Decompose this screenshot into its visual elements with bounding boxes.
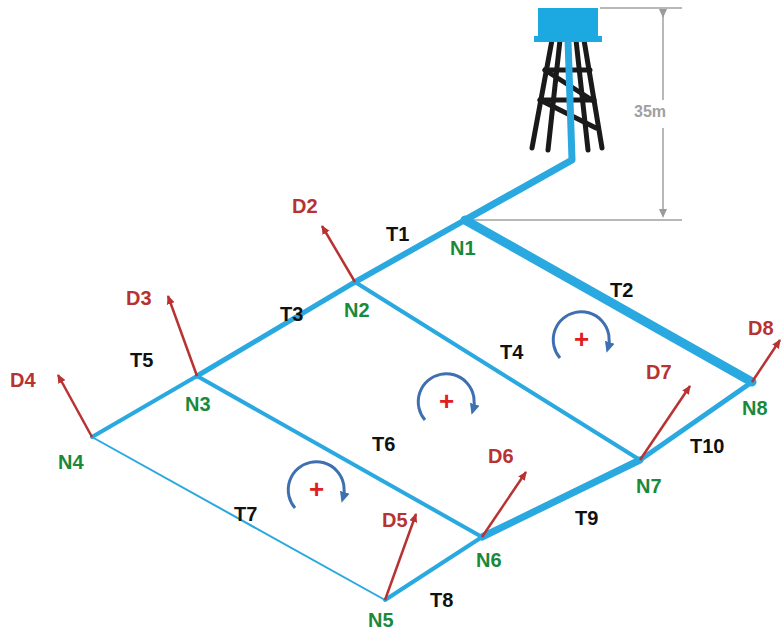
demand-label: D6 xyxy=(488,446,514,466)
pipe-label: T6 xyxy=(372,434,395,454)
demand-label: D5 xyxy=(382,510,408,530)
demand-label: D7 xyxy=(646,362,672,382)
loop-sign: + xyxy=(309,476,324,502)
node-label: N3 xyxy=(185,394,211,414)
node-label: N5 xyxy=(368,610,394,630)
demand-label: D2 xyxy=(292,196,318,216)
water-tower xyxy=(465,8,602,220)
node-label: N2 xyxy=(344,300,370,320)
node-label: N7 xyxy=(636,476,662,496)
loop-sign: + xyxy=(439,388,454,414)
loop-arrows xyxy=(288,312,609,508)
loop-sign: + xyxy=(574,326,589,352)
demand-label: D3 xyxy=(126,288,152,308)
dimension-text: 35m xyxy=(634,104,666,120)
pipe-label: T9 xyxy=(575,508,598,528)
dimension xyxy=(470,8,682,220)
pipe-label: T10 xyxy=(690,436,724,456)
pipe-label: T7 xyxy=(234,504,257,524)
pipe-label: T4 xyxy=(500,342,523,362)
pipe-label: T8 xyxy=(430,590,453,610)
pipe-label: T2 xyxy=(610,280,633,300)
demand-label: D8 xyxy=(748,318,774,338)
pipe-label: T5 xyxy=(130,350,153,370)
pipe-label: T3 xyxy=(280,304,303,324)
pipes xyxy=(92,220,752,600)
node-label: N8 xyxy=(742,398,768,418)
pipe-label: T1 xyxy=(386,224,409,244)
node-label: N6 xyxy=(476,550,502,570)
node-label: N4 xyxy=(58,452,84,472)
demand-label: D4 xyxy=(10,370,36,390)
node-label: N1 xyxy=(450,238,476,258)
demand-arrows xyxy=(58,226,780,600)
